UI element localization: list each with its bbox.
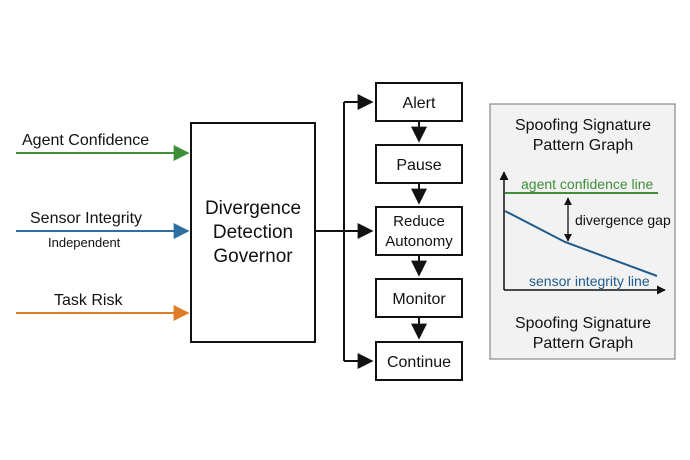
integrity-line — [504, 210, 658, 277]
governor-box: Divergence Detection Governor — [190, 122, 316, 343]
action-alert-box — [375, 82, 463, 122]
input-label-agent-confidence: Agent Confidence — [22, 132, 149, 149]
action-alert-label: Alert — [403, 95, 436, 112]
confidence-line-label: agent confidence line — [521, 176, 654, 192]
action-monitor-label: Monitor — [392, 291, 446, 308]
panel-background — [489, 103, 676, 360]
governor-box-outline — [190, 122, 316, 343]
integrity-line-label: sensor integrity line — [529, 273, 650, 289]
action-continue-box — [375, 341, 463, 381]
spoofing-signature-panel: Spoofing Signature Pattern Graph agent c… — [489, 103, 676, 360]
input-task-risk: Task Risk — [16, 292, 190, 321]
action-alert: Alert — [375, 82, 463, 122]
input-agent-confidence: Agent Confidence — [16, 132, 190, 161]
governor-label-line2: Detection — [213, 222, 293, 243]
governor-output-connector — [315, 94, 374, 369]
governor-label-line3: Governor — [213, 246, 293, 267]
action-pause-label: Pause — [396, 157, 441, 174]
input-sensor-integrity: Sensor Integrity Independent — [16, 210, 190, 250]
action-continue-label: Continue — [387, 354, 451, 371]
input-sublabel-independent: Independent — [48, 235, 121, 250]
action-monitor-box — [375, 278, 463, 318]
panel-title-line1: Spoofing Signature — [515, 117, 651, 134]
panel-caption-line1: Spoofing Signature — [515, 315, 651, 332]
action-pause-box — [375, 144, 463, 184]
action-reduce-autonomy-label-line1: Reduce — [393, 213, 445, 230]
action-reduce-autonomy: Reduce Autonomy — [375, 206, 463, 256]
action-reduce-autonomy-label-line2: Autonomy — [385, 233, 453, 250]
input-label-sensor-integrity: Sensor Integrity — [30, 210, 142, 227]
divergence-gap-label: divergence gap — [575, 212, 671, 228]
action-continue: Continue — [375, 341, 463, 381]
panel-title-line2: Pattern Graph — [533, 137, 634, 154]
action-pause: Pause — [375, 144, 463, 184]
panel-caption-line2: Pattern Graph — [533, 335, 634, 352]
governor-label-line1: Divergence — [205, 198, 301, 219]
action-monitor: Monitor — [375, 278, 463, 318]
input-label-task-risk: Task Risk — [54, 292, 123, 309]
